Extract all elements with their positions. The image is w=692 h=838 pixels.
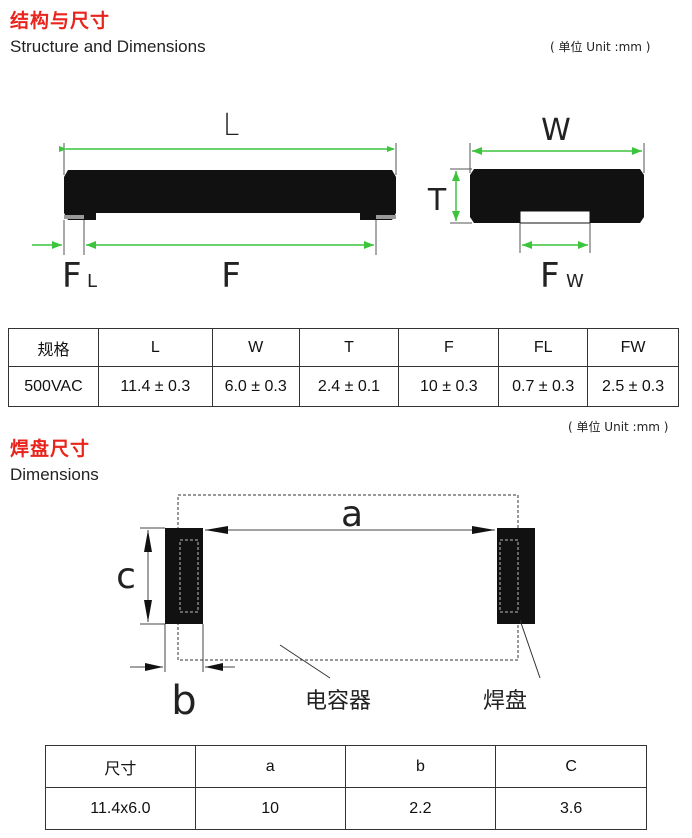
- label-W: W: [541, 113, 571, 148]
- leader-capacitor: [279, 644, 331, 679]
- spec-cell: 6.0 ± 0.3: [211, 366, 300, 407]
- pad-table: 尺寸 a b C 11.4x6.0 10 2.2 3.6: [45, 745, 647, 830]
- spec-header-cell: FW: [587, 328, 679, 367]
- spec-cell: 0.7 ± 0.3: [498, 366, 589, 407]
- spec-header-cell: FL: [498, 328, 589, 367]
- pad-header-cell: C: [495, 745, 647, 788]
- pad-cell: 10: [194, 787, 346, 830]
- dimension-a: [205, 526, 495, 534]
- end-view-body: [470, 169, 644, 224]
- pad-table-row: 11.4x6.0 10 2.2 3.6: [45, 787, 647, 830]
- dimension-c: [140, 527, 165, 625]
- dimension-T: [450, 168, 472, 224]
- pad-cell: 2.2: [344, 787, 497, 830]
- section-title-structure-en: Structure and Dimensions: [10, 37, 206, 56]
- label-FL-main: F: [62, 256, 82, 295]
- dimension-FW: [519, 223, 591, 253]
- label-a: a: [341, 494, 363, 535]
- spec-cell: 10 ± 0.3: [398, 366, 500, 407]
- dimension-W: [469, 143, 645, 173]
- label-FL-sub: L: [87, 271, 97, 292]
- label-F: F: [221, 256, 241, 295]
- side-view-body: [64, 170, 396, 220]
- spec-header-cell: W: [211, 328, 300, 367]
- spec-table-header-row: 规格 L W T F FL FW: [8, 328, 679, 367]
- label-L: L: [223, 108, 240, 143]
- section-title-pad-cn: 焊盘尺寸: [10, 438, 91, 460]
- pad-table-header-row: 尺寸 a b C: [45, 745, 647, 788]
- spec-cell: 500VAC: [8, 366, 99, 407]
- label-pad: 焊盘: [483, 689, 527, 714]
- spec-cell: 2.4 ± 0.1: [298, 366, 400, 407]
- pad-right: [497, 528, 535, 624]
- pad-header-cell: b: [344, 745, 497, 788]
- pad-left: [165, 528, 203, 624]
- spec-table-row: 500VAC 11.4 ± 0.3 6.0 ± 0.3 2.4 ± 0.1 10…: [8, 366, 679, 407]
- spec-table: 规格 L W T F FL FW 500VAC 11.4 ± 0.3 6.0 ±…: [8, 328, 679, 407]
- spec-cell: 2.5 ± 0.3: [587, 366, 679, 407]
- spec-header-cell: 规格: [8, 328, 99, 367]
- unit-note-1: ( 单位 Unit :mm ): [550, 40, 651, 54]
- leader-pad: [519, 619, 541, 679]
- pad-header-cell: 尺寸: [45, 745, 196, 788]
- pad-diagram: a c b 电容器 焊盘: [116, 494, 541, 724]
- label-c: c: [116, 556, 136, 597]
- section-title-structure-cn: 结构与尺寸: [10, 10, 111, 32]
- label-b: b: [171, 678, 196, 724]
- section-title-pad-en: Dimensions: [10, 465, 99, 484]
- dimension-FL: [32, 220, 65, 255]
- pad-header-cell: a: [194, 745, 346, 788]
- dimension-L: [59, 143, 397, 175]
- spec-header-cell: F: [398, 328, 500, 367]
- label-FW-main: F: [540, 256, 560, 295]
- label-FW-sub: W: [566, 271, 584, 292]
- label-capacitor: 电容器: [305, 689, 371, 714]
- pad-cell: 11.4x6.0: [45, 787, 196, 830]
- spec-header-cell: T: [298, 328, 400, 367]
- spec-header-cell: L: [97, 328, 213, 367]
- structure-diagram: L F F L W T: [32, 108, 645, 295]
- dimension-b: [130, 624, 235, 672]
- dimension-F: [83, 220, 377, 255]
- label-T: T: [427, 183, 447, 218]
- spec-cell: 11.4 ± 0.3: [97, 366, 213, 407]
- unit-note-2: ( 单位 Unit :mm ): [568, 420, 669, 434]
- pad-cell: 3.6: [495, 787, 647, 830]
